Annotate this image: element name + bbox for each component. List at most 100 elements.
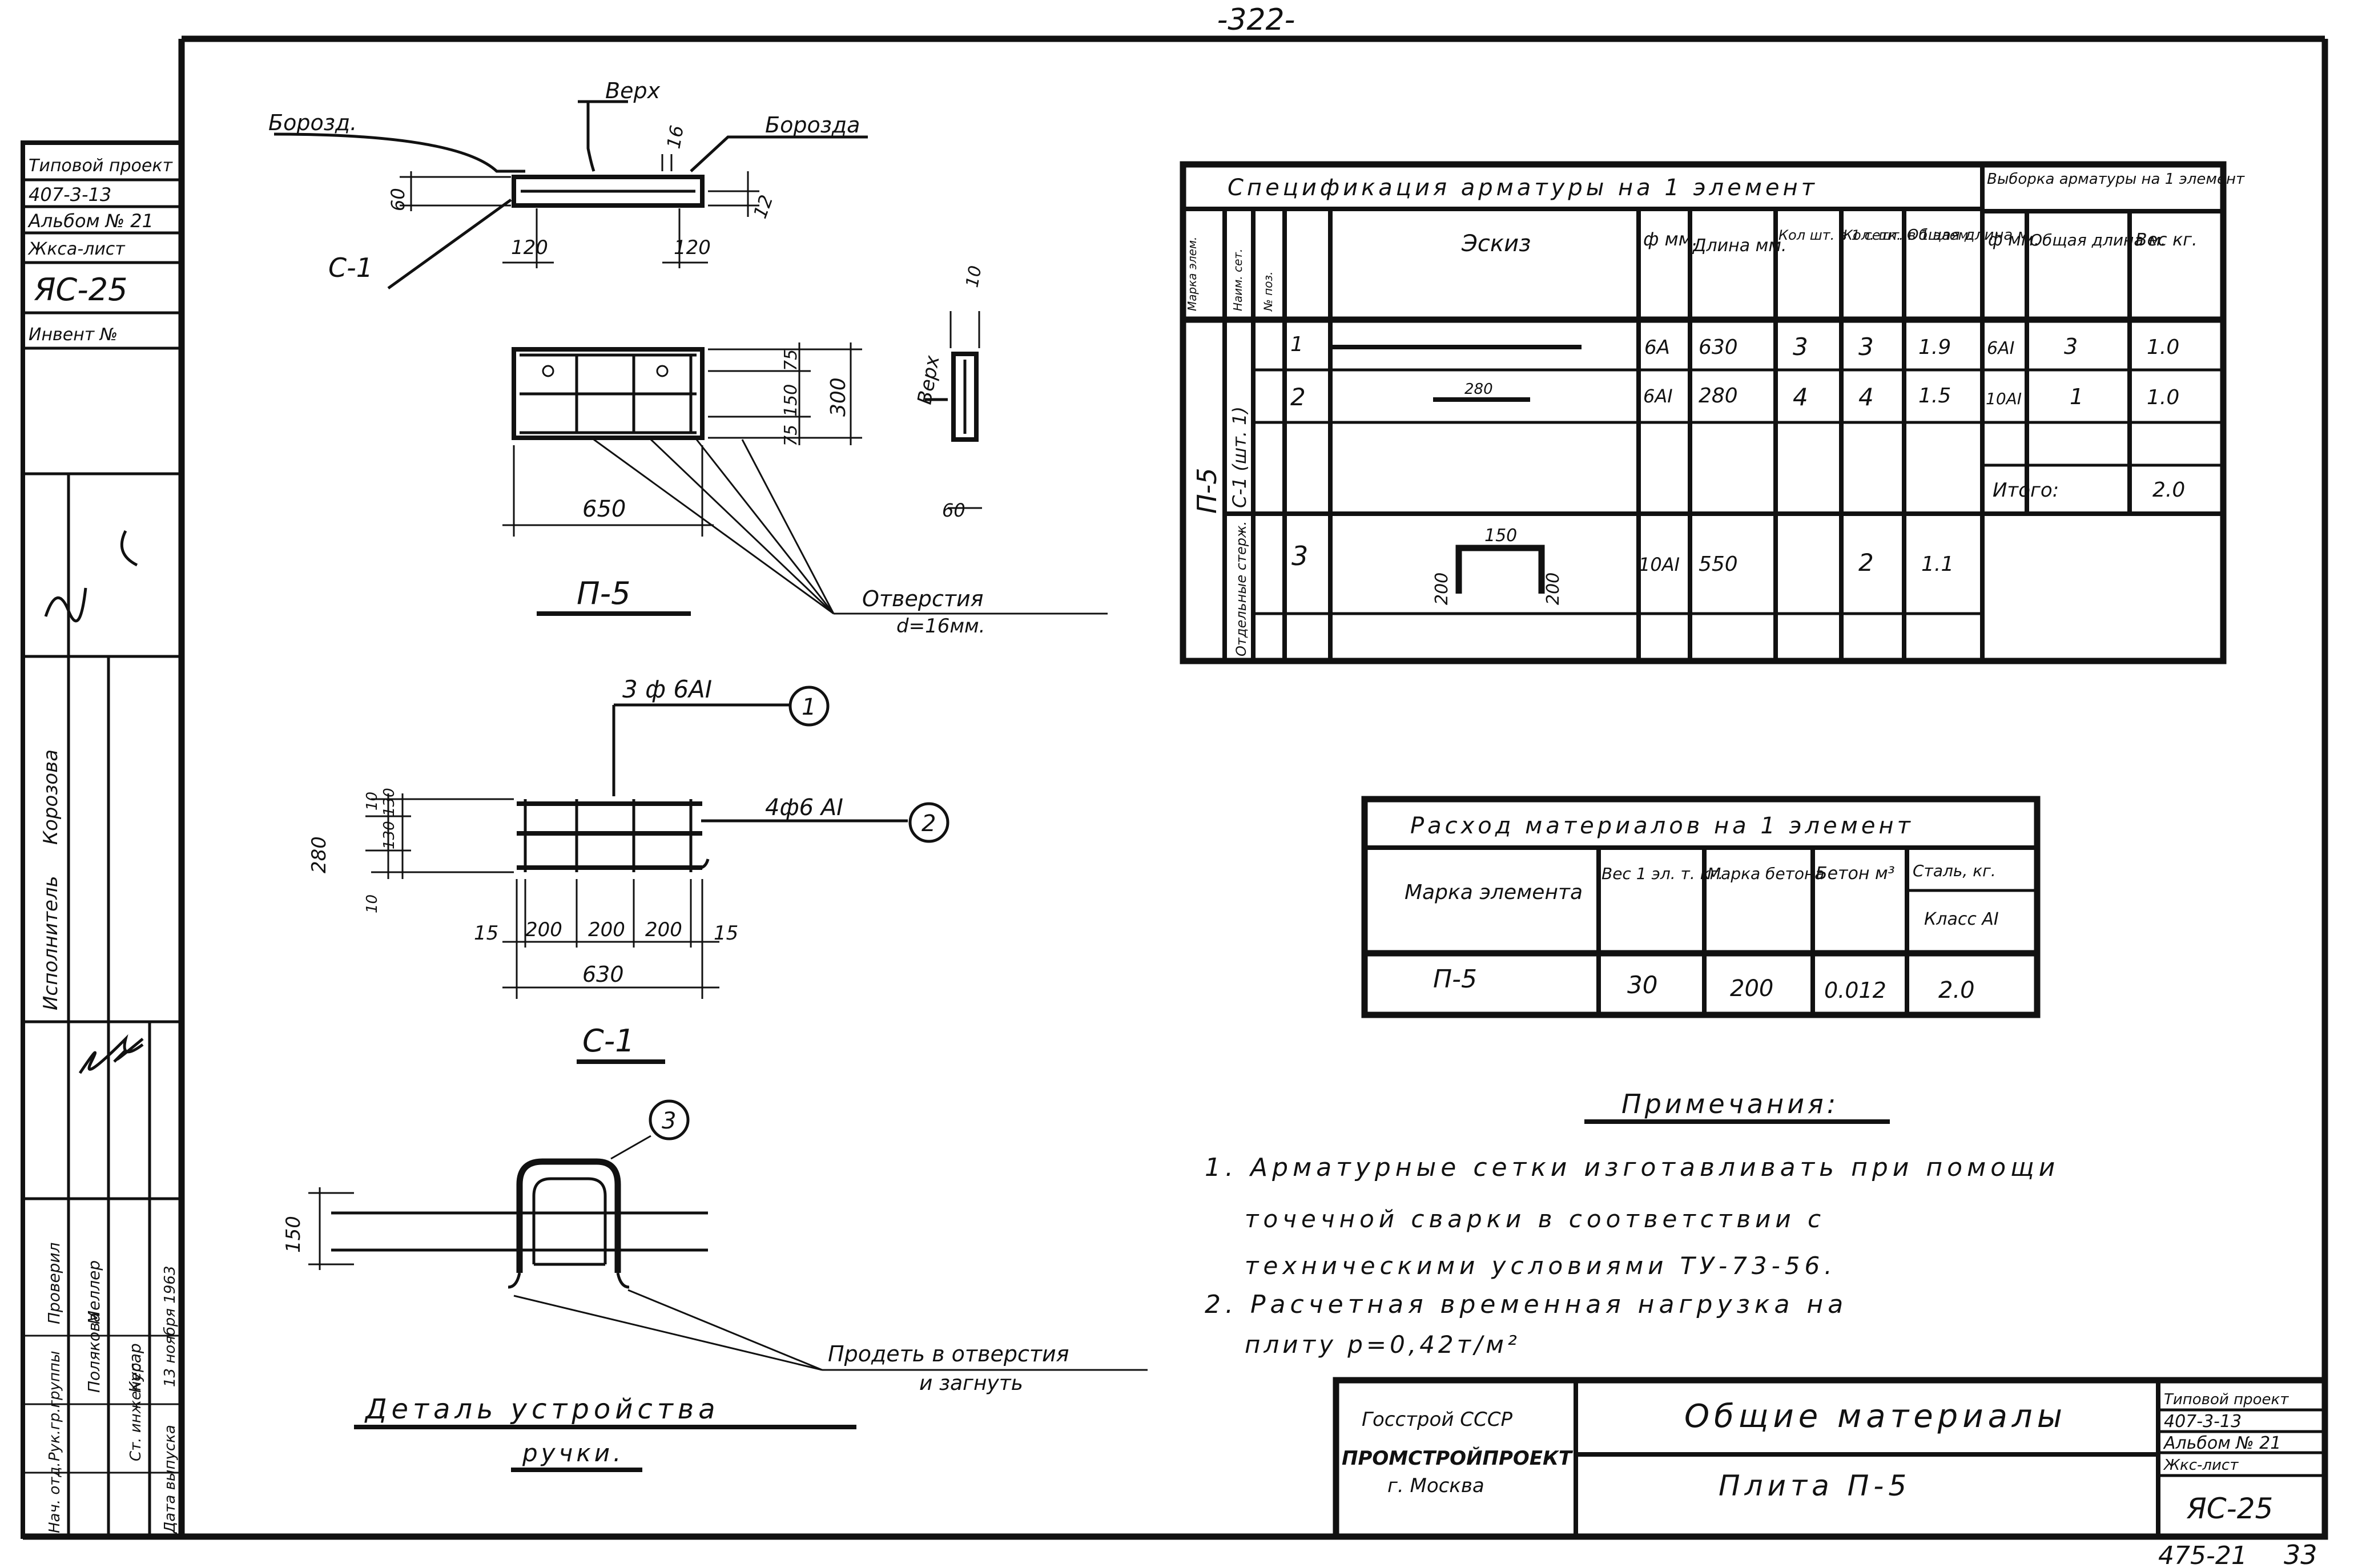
spec-group-mesh: С-1 (шт. 1) [1229,406,1250,508]
side-signatures [44,530,144,1074]
c1-dim-10-bot: 10 [364,894,381,913]
p5-holes-label: Отверстия [862,586,984,611]
bottom-code: 475-21 [2158,1541,2247,1568]
spec-header-qty-mesh: Кол шт. в 1 сетк. [1778,227,1901,243]
side-name-group-head: Полякова [84,1312,103,1393]
spec-row2-qty-elem: 4 [1858,383,1874,411]
side-name-checked: Меллер [84,1260,103,1324]
materials-header-steel-class: Класс AI [1924,909,1999,929]
spec-row3-sketch-150: 150 [1484,526,1517,546]
side-name-senior-eng: Кусар [126,1343,144,1393]
p5-label-c1: С-1 [328,252,373,283]
title-org-line3: г. Москва [1387,1474,1484,1497]
spec-header-s-weight: Вес кг. [2135,230,2198,250]
notes-line2: точечной сварки в соответствии с [1245,1205,1825,1233]
p5-dim-60-small: 60 [942,499,965,521]
p5-dim-120-left: 120 [511,236,548,259]
p5-dim-650: 650 [582,496,626,522]
spec-group-bars: Отдельные стерж. [1233,521,1249,656]
handle-title-line1: Деталь устройства [364,1393,719,1425]
spec-row3-total-len: 1.1 [1921,553,1954,576]
side-stamp [21,140,184,1539]
spec-row-1: 1 6A 630 3 3 1.9 [1290,333,1951,361]
materials-header-steel: Сталь, кг. [1913,861,1996,880]
side-role-checked: Проверил [45,1242,63,1324]
materials-row-steel: 2.0 [1938,977,1975,1003]
notes-line4: 2. Расчетная временная нагрузка на [1205,1290,1848,1319]
p5-dim-150: 150 [781,384,801,417]
spec-row1-dia: 6A [1644,336,1670,359]
p5-label-groove-left: Борозд. [268,110,357,135]
c1-dim-15-right: 15 [714,922,738,945]
title-album: Альбом № 21 [2163,1433,2281,1453]
spec-header-length: Длина мм. [1692,236,1786,256]
c1-callout-1-text: 3 ф 6AI [622,675,712,703]
sample-row1-total: 3 [2064,334,2078,359]
sample-row1-dia: 6AI [1987,338,2015,358]
spec-row1-length: 630 [1699,336,1738,359]
spec-row1-total-len: 1.9 [1918,336,1951,359]
c1-dim-10-top: 10 [364,792,381,811]
spec-title: Спецификация арматуры на 1 элемент [1228,175,1818,201]
side-role-date: Дата выпуска [162,1425,179,1534]
spec-row3-qty-elem: 2 [1858,549,1874,577]
spec-row1-qty-mesh: 3 [1793,333,1808,361]
bottom-page: 33 [2284,1539,2317,1568]
spec-row-3: 3 150 200 200 10AI 550 2 1.1 [1291,526,1954,605]
spec-row1-qty-elem: 3 [1858,333,1874,361]
side-sheet-label: Жкса-лист [27,239,126,259]
c1-title: С-1 [582,1023,635,1059]
title-org-line2: ПРОМСТРОЙПРОЕКТ [1342,1446,1574,1470]
materials-header-concrete-mark: Марка бетона [1707,864,1824,883]
p5-label-top: Верх [605,78,661,103]
c1-mesh-drawing [365,686,949,1064]
spec-header-element: Марка элем. [1185,237,1199,311]
c1-dim-130-a: 130 [381,821,398,849]
c1-dim-200-c: 200 [645,918,682,941]
spec-header-total-len: Общая длина м. [1907,227,2033,244]
side-inventory: Инвент № [29,325,118,345]
side-sheet-code: ЯС-25 [34,272,127,308]
p5-dim-120-right: 120 [674,236,711,259]
side-album: Альбом № 21 [27,210,154,232]
materials-header-concrete: Бетон м³ [1816,864,1895,884]
spec-row2-sketch: 280 [1464,381,1493,398]
side-role-executor: Исполнитель [39,876,62,1010]
materials-row-weight: 30 [1627,971,1657,999]
materials-row: П-5 30 200 0.012 2.0 [1433,965,1975,1003]
spec-sample-rows: 6AI 3 1.0 10AI 1 1.0 Итого: 2.0 [1986,334,2185,502]
spec-element-mark: П-5 [1192,468,1222,514]
handle-note-line2: и загнуть [919,1372,1023,1395]
spec-row2-qty-mesh: 4 [1793,383,1808,411]
handle-detail-drawing [308,1099,1148,1472]
materials-row-concrete: 0.012 [1824,978,1886,1003]
p5-dim-16: 16 [662,124,687,151]
c1-dim-280: 280 [308,836,331,873]
sample-row2-total: 1 [2070,384,2083,409]
spec-header-s-dia: ф мм. [1988,230,2039,250]
p5-dim-75-a: 75 [781,349,801,371]
p5-holes-dia: d=16мм. [896,615,985,638]
spec-header-mark: Наим. сет. [1231,249,1245,311]
side-project-type: Типовой проект [29,156,173,176]
spec-row3-dia: 10AI [1639,554,1680,575]
c1-dim-130-b: 130 [381,788,398,816]
materials-table-grid [1361,796,2041,1018]
spec-row2-dia: 6AI [1643,385,1673,407]
p5-dim-10: 10 [962,264,985,289]
spec-header-qty-elem: Кол. шт. в 1 элем. [1843,227,1973,243]
handle-dim-150: 150 [282,1216,305,1253]
p5-section-view [273,100,868,290]
side-role-group-head: Рук.гр.группы [46,1351,63,1461]
side-stamp-roles: Исполнитель Корозова Проверил Меллер Рук… [39,749,179,1534]
p5-plan-view [502,342,1108,616]
spec-row1-pos: 1 [1290,333,1303,356]
sample-row2-weight: 1.0 [2147,386,2179,409]
side-date-value: 13 ноября 1963 [162,1265,179,1387]
title-main: Общие материалы [1684,1398,2067,1435]
sample-row2-dia: 10AI [1986,389,2022,408]
spec-row3-sketch-200-a: 200 [1432,573,1452,605]
materials-row-concrete-mark: 200 [1730,976,1773,1002]
handle-callout-3: 3 [662,1108,676,1134]
handle-title-line2: ручки. [522,1439,624,1467]
